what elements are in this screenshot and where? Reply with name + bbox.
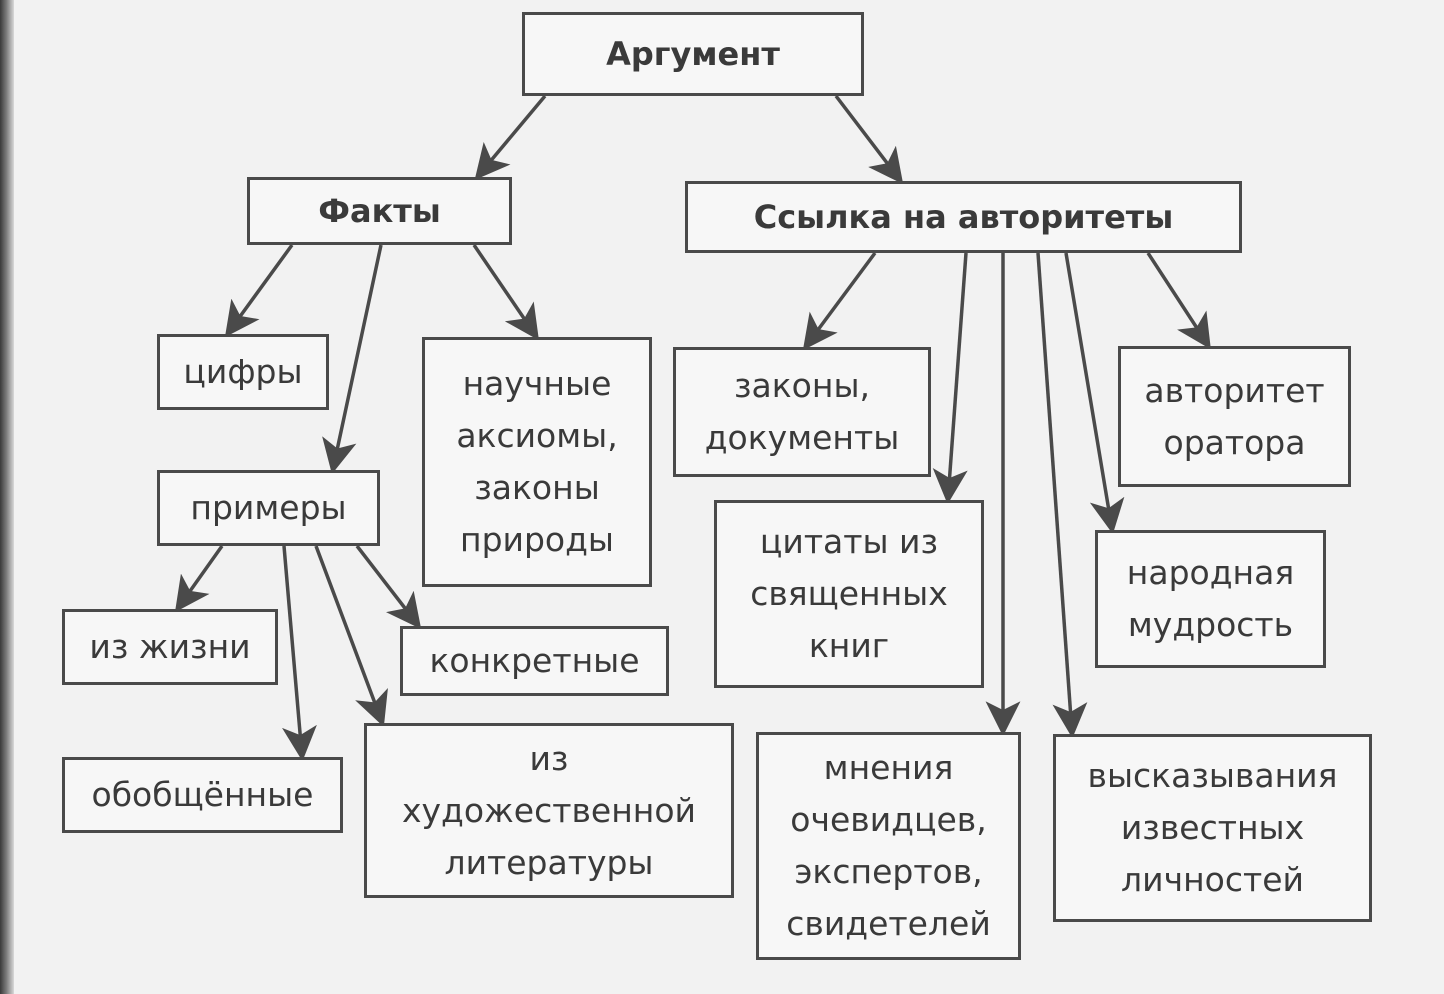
node-digits: цифры <box>157 334 329 410</box>
node-laws-documents: законы, документы <box>673 347 931 477</box>
arrow-authorities-to-laws-documents <box>802 251 877 351</box>
node-argument: Аргумент <box>522 12 864 96</box>
node-from-literature: из художественной литературы <box>364 723 734 898</box>
arrow-facts-to-examples <box>322 244 383 475</box>
arrow-examples-to-from-life <box>174 544 224 613</box>
node-authority-reference: Ссылка на авторитеты <box>685 181 1242 253</box>
arrow-facts-to-digits <box>224 243 294 338</box>
node-orator-authority: авторитет оратора <box>1118 346 1351 487</box>
arrow-facts-to-axioms <box>472 244 539 341</box>
arrow-examples-to-generalized <box>282 545 317 762</box>
node-famous-sayings: высказывания известных личностей <box>1053 734 1372 922</box>
node-examples: примеры <box>157 470 380 546</box>
arrow-authorities-to-sacred-quotes <box>932 252 968 505</box>
node-opinions: мнения очевидцев, экспертов, свидетелей <box>756 732 1021 960</box>
node-generalized: обобщённые <box>62 757 343 833</box>
node-scientific-axioms: научные аксиомы, законы природы <box>422 337 652 587</box>
node-from-life: из жизни <box>62 609 278 685</box>
node-facts: Факты <box>247 177 512 245</box>
arrow-authorities-to-orator-authority <box>1146 252 1211 350</box>
arrow-authorities-to-famous-sayings <box>1036 252 1088 739</box>
node-sacred-quotes: цитаты из священных книг <box>714 500 984 688</box>
arrow-authorities-to-folk-wisdom <box>1064 252 1125 535</box>
arrow-examples-to-concrete <box>355 544 422 630</box>
arrow-root-to-facts <box>474 94 547 181</box>
arrow-examples-to-literature <box>314 545 388 727</box>
arrow-root-to-authorities <box>834 94 904 185</box>
node-concrete: конкретные <box>400 626 669 696</box>
node-folk-wisdom: народная мудрость <box>1095 530 1326 668</box>
page-edge-shadow <box>0 0 14 994</box>
